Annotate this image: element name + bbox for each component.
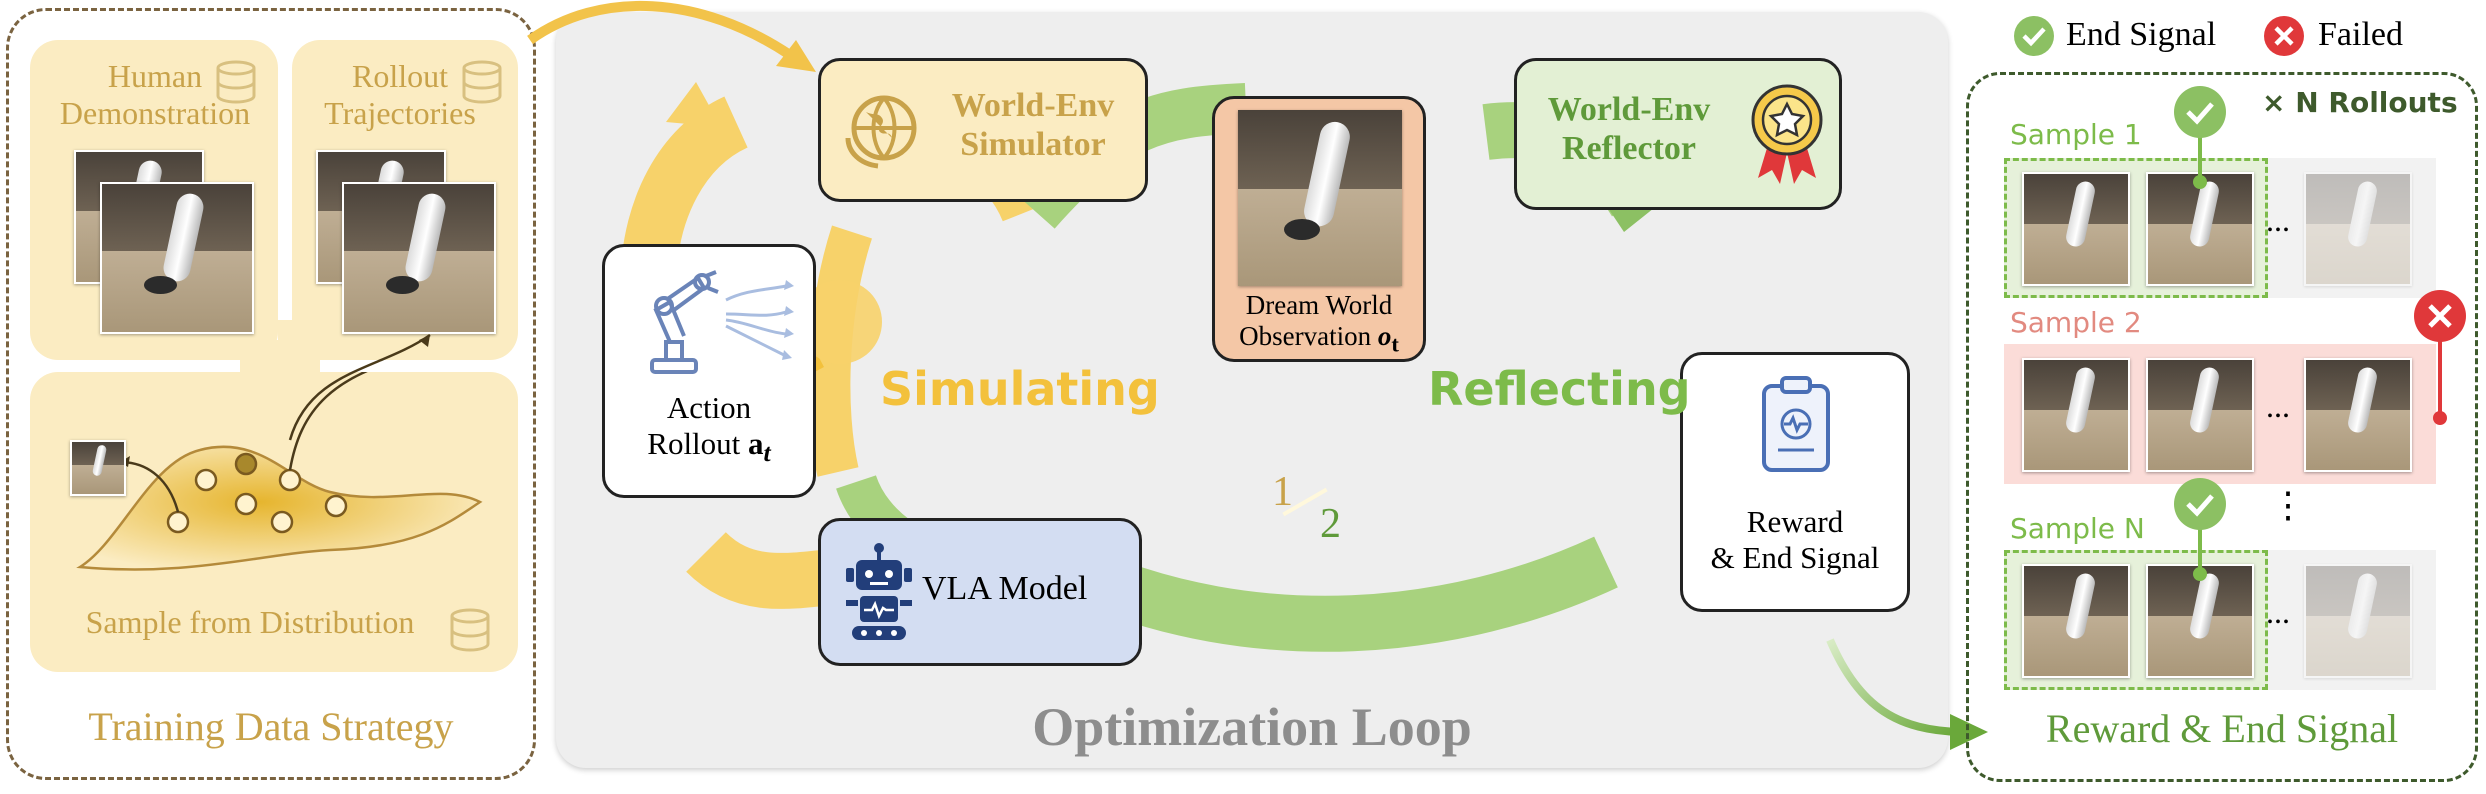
vla-model-node xyxy=(818,518,1142,666)
sample-n-frame-1 xyxy=(2022,564,2130,678)
rollout-photo-front xyxy=(342,182,496,334)
input-arrow xyxy=(527,0,816,72)
database-icon xyxy=(462,60,502,104)
fraction-denominator: 2 xyxy=(1320,501,1341,547)
sample-2-frame-1 xyxy=(2022,358,2130,472)
sample-2-failed-signal xyxy=(2414,290,2466,425)
sample-1-ellipsis: ... xyxy=(2266,202,2290,238)
optimization-loop-title: Optimization Loop xyxy=(1032,697,1472,757)
cross-icon xyxy=(2264,16,2304,56)
sample-n-ellipsis: ... xyxy=(2266,594,2290,630)
award-ribbon-icon xyxy=(1751,84,1823,184)
legend-end-signal: End Signal xyxy=(2066,16,2217,53)
database-icon xyxy=(450,608,490,652)
sample-2-label: Sample 2 xyxy=(2010,306,2142,339)
sample-2-frame-3 xyxy=(2304,358,2412,472)
distribution-plot xyxy=(76,372,483,571)
reward-end-signal-label: Reward & End Signal xyxy=(1710,504,1880,575)
robot-icon xyxy=(846,543,912,640)
rollout-trajectories-label: Rollout Trajectories xyxy=(324,58,476,131)
sampled-photo xyxy=(70,440,126,496)
vertical-ellipsis: ⋮ xyxy=(2270,485,2306,525)
simulating-label: Simulating xyxy=(880,362,1160,416)
world-env-reflector-label: World-Env Reflector xyxy=(1547,91,1711,168)
world-env-simulator-label: World-Env Simulator xyxy=(951,87,1115,164)
human-demonstration-label: Human Demonstration xyxy=(59,58,251,131)
sample-distribution-label: Sample from Distribution xyxy=(85,604,415,640)
sample-1-frame-faded xyxy=(2304,172,2412,286)
vla-model-label: VLA Model xyxy=(922,570,1088,607)
dream-world-observation-label: Dream World Observation ot xyxy=(1239,290,1399,357)
reward-end-signal-title: Reward & End Signal xyxy=(2045,706,2399,751)
clipboard-icon xyxy=(1762,376,1830,472)
training-data-panel xyxy=(6,8,536,780)
sample-2-ellipsis: ... xyxy=(2266,388,2290,424)
dream-world-photo xyxy=(1238,110,1402,286)
database-icon xyxy=(216,60,256,104)
robot-arm-icon xyxy=(650,270,794,374)
sample-2-frame-2 xyxy=(2146,358,2254,472)
action-rollout-label: Action Rollout at xyxy=(647,390,771,467)
training-data-strategy-title: Training Data Strategy xyxy=(88,704,454,749)
sample-n-label: Sample N xyxy=(2010,512,2145,545)
sample-1-label: Sample 1 xyxy=(2010,118,2142,151)
check-icon xyxy=(2014,16,2054,56)
sample-n-frame-faded xyxy=(2304,564,2412,678)
n-rollouts-label: × N Rollouts xyxy=(2262,86,2458,119)
human-demo-photo-front xyxy=(100,182,254,334)
reward-panel xyxy=(1966,72,2478,782)
reflecting-label: Reflecting xyxy=(1428,362,1691,416)
fraction-numerator: 1 xyxy=(1272,469,1293,515)
sample-1-frame-1 xyxy=(2022,172,2130,286)
globe-icon xyxy=(845,95,917,169)
output-arrow xyxy=(1826,638,1988,750)
legend-failed: Failed xyxy=(2318,16,2403,53)
sample-n-end-signal xyxy=(2174,478,2226,581)
sample-1-end-signal xyxy=(2174,86,2226,189)
